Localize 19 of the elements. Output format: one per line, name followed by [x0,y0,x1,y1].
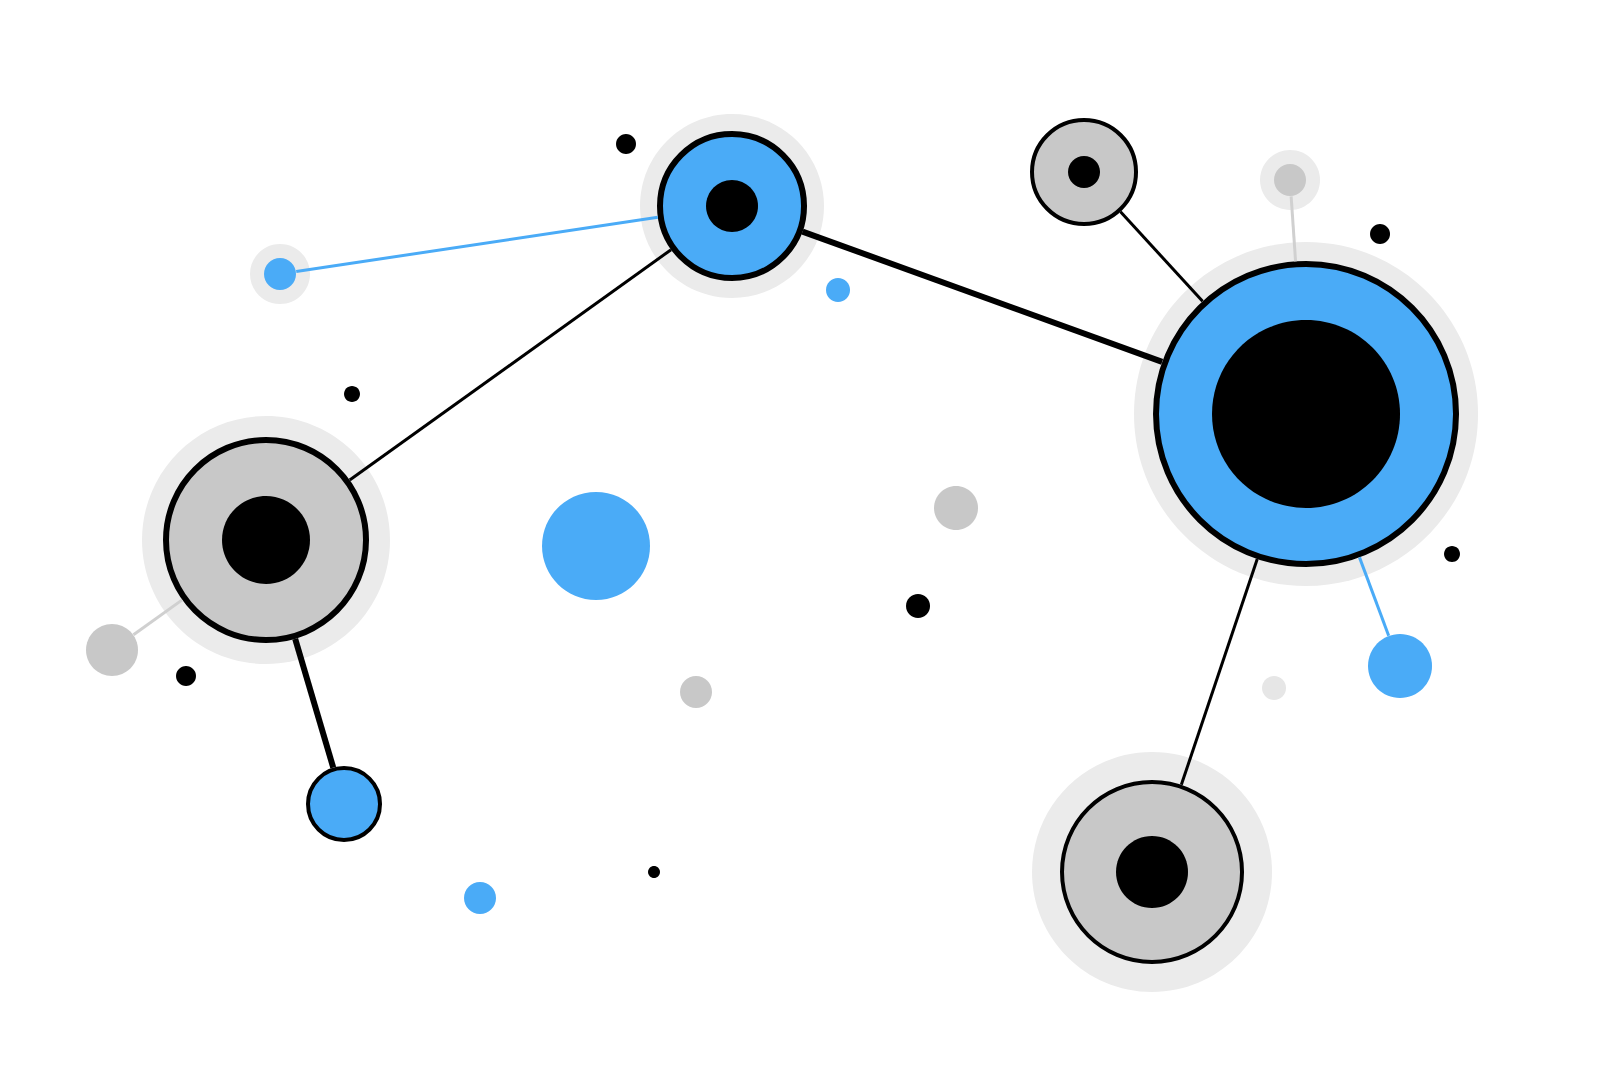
connector-line [1179,558,1259,786]
connector-line [1358,556,1391,637]
circle-node [1134,242,1478,586]
connector-line [296,215,659,274]
circle-node [640,114,824,298]
connector-line [1289,196,1298,262]
circle-node [142,416,390,664]
connector-line [348,248,672,482]
connector-line [801,228,1164,365]
circle-node [1030,118,1138,226]
circle-node [1368,634,1432,698]
circle-node [250,244,310,304]
connector-line [292,637,337,769]
circle-node [1032,752,1272,992]
connector-line [132,598,184,636]
circle-node [1260,150,1320,210]
circle-node [306,766,382,842]
connector-line [1119,210,1204,303]
circle-node [86,624,138,676]
